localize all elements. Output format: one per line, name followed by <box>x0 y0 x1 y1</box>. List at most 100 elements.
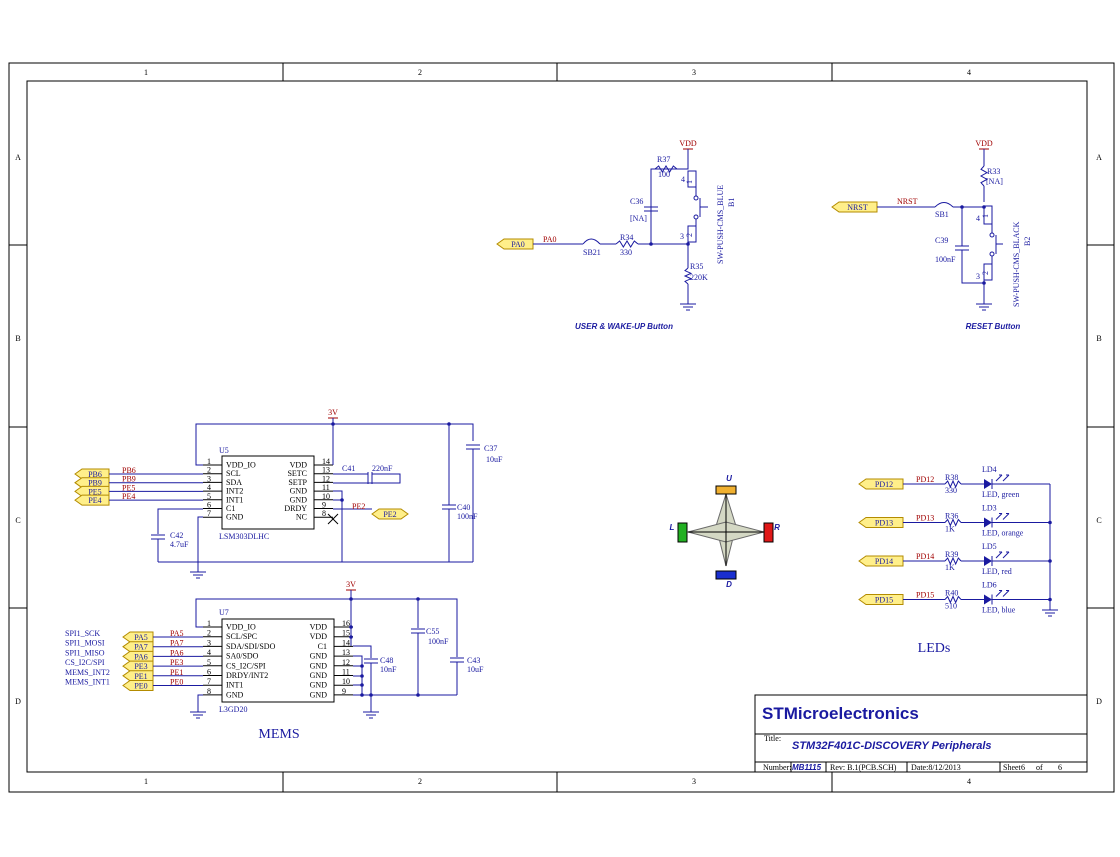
junction-dot <box>416 693 420 697</box>
u5-ref: U5 <box>219 446 229 455</box>
compass-down-label: D <box>726 580 732 589</box>
led-diode-symbol <box>984 517 992 528</box>
switch-pin-num: 1 <box>981 214 990 218</box>
zone-column-label: 4 <box>967 777 971 786</box>
zone-column-label: 3 <box>692 777 696 786</box>
wire <box>195 598 458 657</box>
r33-ref: R33 <box>987 167 1000 176</box>
switch-contact <box>989 251 995 257</box>
sb21-ref: SB21 <box>583 248 601 257</box>
net-port-label: PE5 <box>88 487 101 496</box>
switch-pin-box <box>983 263 993 281</box>
u7-ref: U7 <box>219 608 229 617</box>
zone-row-label: C <box>1096 516 1101 525</box>
u5-pin-name: SETC <box>287 469 307 478</box>
c37-ref: C37 <box>484 444 497 453</box>
u7-pin-name: GND <box>310 671 328 680</box>
resistor-symbol <box>615 240 639 248</box>
wire <box>197 516 203 566</box>
u5-pin-name: VDD <box>290 461 308 470</box>
junction-dot <box>447 422 451 426</box>
led-net: PD12 <box>916 475 934 484</box>
r37-value: 100 <box>658 170 670 179</box>
c43-value: 10uF <box>467 665 484 674</box>
net-port-label: PD14 <box>875 557 893 566</box>
document-number: MB1115 <box>792 763 822 772</box>
signal-name: MEMS_INT1 <box>65 678 110 687</box>
u7-pin-num: 14 <box>342 638 350 647</box>
r35-ref: R35 <box>690 262 703 271</box>
no-connect-mark <box>327 513 339 525</box>
of-label: of <box>1036 763 1043 772</box>
wire <box>157 508 203 534</box>
u5-pin-num: 13 <box>322 466 330 475</box>
u7-pin-name: DRDY/INT2 <box>226 671 268 680</box>
sheet-number: 6 <box>1021 763 1025 772</box>
signal-name: SPI1_MOSI <box>65 639 105 648</box>
zone-row-label: C <box>15 516 20 525</box>
c41-value: 220nF <box>372 464 393 473</box>
switch-pin-num: 4 <box>976 214 980 223</box>
u5-pin-name: SDA <box>226 478 242 487</box>
u5-pin-name: VDD_IO <box>226 461 256 470</box>
switch-pin-box <box>687 225 697 243</box>
u7-pin-name: INT1 <box>226 681 243 690</box>
zone-row-label: A <box>1096 153 1102 162</box>
u7-pin-num: 1 <box>207 619 211 628</box>
u7-supply-label: 3V <box>346 580 356 589</box>
u7-pin-num: 16 <box>342 619 350 628</box>
u7-pin-name: GND <box>310 681 328 690</box>
c48-value: 10nF <box>380 665 397 674</box>
u7-pin-num: 10 <box>342 677 350 686</box>
nrst-net: NRST <box>897 197 918 206</box>
signal-name: CS_I2C/SPI <box>65 658 105 667</box>
u5-pin-name: GND <box>226 513 244 522</box>
junction-dot <box>360 664 364 668</box>
u7-pin-name: SDA/SDI/SDO <box>226 642 276 651</box>
resistor-symbol <box>944 556 962 566</box>
wire <box>995 551 1003 559</box>
switch-pin-box <box>687 170 697 188</box>
c42-value: 4.7uF <box>170 540 189 549</box>
u7-pin-num: 4 <box>207 648 211 657</box>
switch-pin-num: 2 <box>981 271 990 275</box>
u7-pin-num: 12 <box>342 658 350 667</box>
net-port-label: PD13 <box>875 519 893 528</box>
wire <box>1002 590 1010 597</box>
u7-pin-name: SCL/SPC <box>226 632 257 641</box>
u5-body <box>221 455 315 530</box>
zone-column-label: 1 <box>144 68 148 77</box>
compass-up-label: U <box>726 474 732 483</box>
net-label: PA7 <box>170 639 184 648</box>
led-description: LED, blue <box>982 606 1016 615</box>
wire <box>650 155 689 243</box>
zone-row-label: D <box>1096 697 1102 706</box>
led-resistor-ref: R36 <box>945 512 958 521</box>
junction-dot <box>360 683 364 687</box>
led-ref: LD5 <box>982 542 997 551</box>
resistor-symbol <box>979 165 989 187</box>
u7-pin-name: VDD <box>310 623 328 632</box>
net-port-label: PA7 <box>134 643 148 652</box>
led-ref: LD3 <box>982 504 997 513</box>
u7-pin-num: 11 <box>342 668 350 677</box>
u5-pin-num: 6 <box>207 501 211 510</box>
net-label: PA6 <box>170 648 184 657</box>
revision: Rev: B.1(PCB.SCH) <box>830 763 897 772</box>
u7-pin-num: 9 <box>342 687 346 696</box>
u5-pin-num: 11 <box>322 483 330 492</box>
junction-dot <box>349 597 353 601</box>
u7-pin-num: 15 <box>342 629 350 638</box>
r35-value: 220K <box>690 273 708 282</box>
junction-dot <box>369 693 373 697</box>
zone-row-label: D <box>15 697 21 706</box>
title-label: Title: <box>764 734 781 743</box>
wire <box>995 513 1003 520</box>
u7-pin-num: 3 <box>207 638 211 647</box>
solder-bridge <box>582 238 601 245</box>
net-port-label: PE0 <box>134 682 147 691</box>
led-description: LED, green <box>982 490 1019 499</box>
led-net: PD14 <box>916 552 934 561</box>
c48-ref: C48 <box>380 656 393 665</box>
compass-up-pad <box>715 485 737 495</box>
